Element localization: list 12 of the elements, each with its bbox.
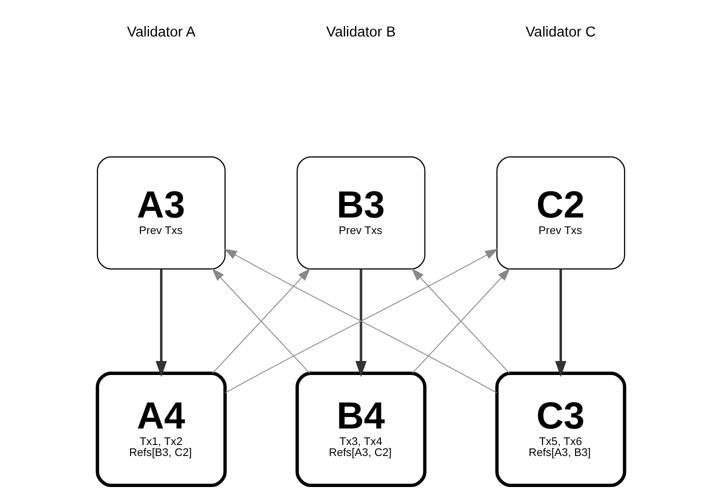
arrow: [354, 269, 366, 377]
arrow: [554, 269, 566, 377]
node-box: B3 Prev Txs: [296, 156, 425, 270]
label: Validator A: [126, 24, 196, 40]
node-box: C2 Prev Txs: [496, 156, 625, 270]
label: Validator C: [525, 24, 596, 40]
node-box: A4 Tx1, Tx2 Refs[B3, C2]: [95, 372, 226, 488]
node-box: A3 Prev Txs: [96, 156, 226, 270]
arrow: [155, 269, 166, 377]
node-box: C3 Tx5, Tx6 Refs[A3, B3]: [494, 372, 626, 488]
node-box: B4 Tx3, Tx4 Refs[A3, C2]: [295, 372, 426, 488]
label: Validator B: [326, 24, 396, 40]
